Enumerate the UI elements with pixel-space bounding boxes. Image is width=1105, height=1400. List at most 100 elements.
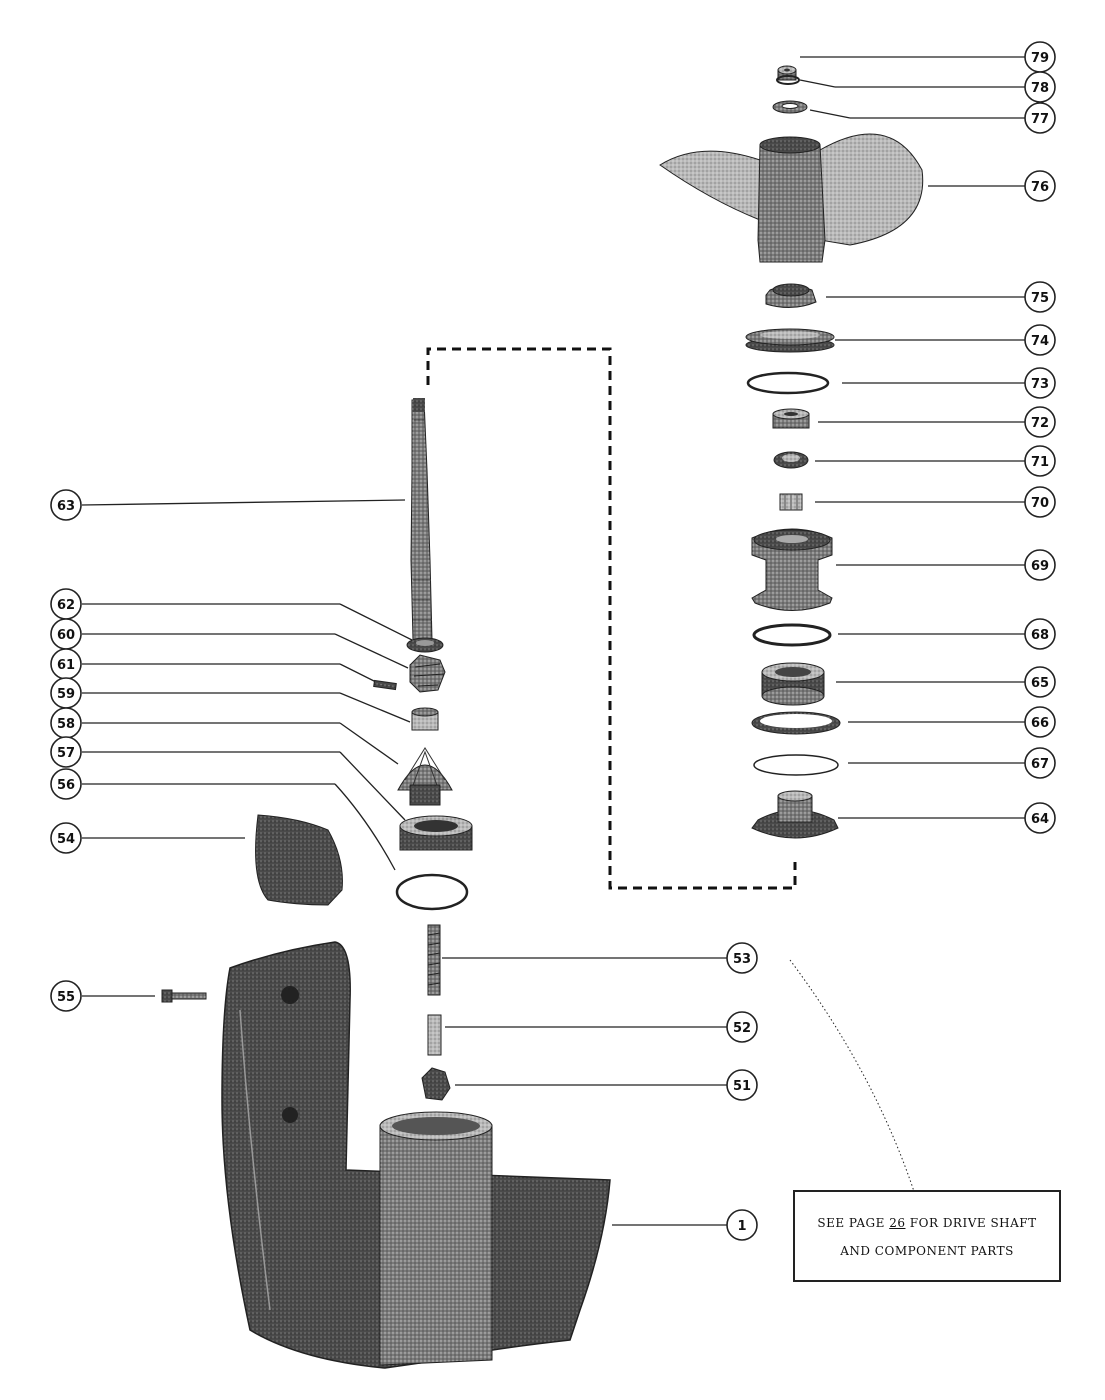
svg-text:59: 59 (57, 687, 75, 702)
note-prefix: SEE PAGE (817, 1216, 890, 1230)
part-58-forward-gear (397, 747, 453, 806)
svg-text:65: 65 (1031, 676, 1049, 691)
callout-56: 56 (50, 768, 82, 800)
callout-54: 54 (50, 822, 82, 854)
svg-text:61: 61 (57, 658, 75, 673)
svg-text:1: 1 (737, 1219, 746, 1234)
callout-70: 70 (1024, 486, 1056, 518)
callouts: 79 78 77 76 75 74 73 72 71 70 69 68 65 6… (50, 41, 1056, 1241)
callout-72: 72 (1024, 406, 1056, 438)
part-72-bearing (772, 408, 810, 429)
callout-78: 78 (1024, 71, 1056, 103)
svg-text:54: 54 (57, 832, 75, 847)
callout-57: 57 (50, 736, 82, 768)
callout-59: 59 (50, 677, 82, 709)
note-suffix: FOR DRIVE SHAFT (905, 1216, 1037, 1230)
svg-text:68: 68 (1031, 628, 1049, 643)
part-1-gear-housing (221, 941, 611, 1369)
callout-63: 63 (50, 489, 82, 521)
svg-text:56: 56 (57, 778, 75, 793)
svg-text:78: 78 (1031, 81, 1049, 96)
part-78-washer (776, 75, 800, 85)
callout-65: 65 (1024, 666, 1056, 698)
part-57-tapered-bearing (399, 815, 473, 851)
note-page-number: 26 (889, 1216, 906, 1230)
svg-text:60: 60 (57, 628, 75, 643)
svg-text:70: 70 (1031, 496, 1049, 511)
svg-text:53: 53 (733, 952, 751, 967)
svg-text:76: 76 (1031, 180, 1049, 195)
part-65-ball-bearing (761, 662, 825, 706)
leader-lines (81, 56, 1025, 1226)
callout-62: 62 (50, 588, 82, 620)
part-66-washer (751, 711, 841, 735)
svg-text:52: 52 (733, 1021, 751, 1036)
part-62-bearing (406, 637, 444, 653)
svg-text:75: 75 (1031, 291, 1049, 306)
callout-61: 61 (50, 648, 82, 680)
callout-69: 69 (1024, 549, 1056, 581)
part-76-propeller (659, 133, 924, 263)
part-64-reverse-gear (751, 790, 839, 839)
part-53-spring (427, 924, 441, 996)
svg-text:51: 51 (733, 1079, 751, 1094)
assembly-path-dashed (426, 347, 797, 890)
part-61-pin (373, 679, 397, 691)
callout-66: 66 (1024, 706, 1056, 738)
part-70-bushing (779, 493, 803, 511)
callout-51: 51 (726, 1069, 758, 1101)
reference-note-line-2: AND COMPONENT PARTS (840, 1244, 1014, 1258)
callout-71: 71 (1024, 445, 1056, 477)
callout-55: 55 (50, 980, 82, 1012)
part-79-nut (777, 65, 797, 81)
callout-68: 68 (1024, 618, 1056, 650)
part-55-screw (161, 989, 207, 1003)
svg-text:77: 77 (1031, 112, 1049, 127)
part-52-pin (427, 1014, 442, 1056)
svg-text:69: 69 (1031, 559, 1049, 574)
callout-74: 74 (1024, 324, 1056, 356)
callout-76: 76 (1024, 170, 1056, 202)
callout-53: 53 (726, 942, 758, 974)
part-51-cam (421, 1067, 451, 1101)
svg-text:55: 55 (57, 990, 75, 1005)
callout-75: 75 (1024, 281, 1056, 313)
callout-77: 77 (1024, 102, 1056, 134)
callout-64: 64 (1024, 802, 1056, 834)
part-69-bearing-carrier (751, 528, 833, 611)
svg-text:67: 67 (1031, 757, 1049, 772)
part-54-anode-plate (255, 814, 343, 906)
part-71-seal (773, 451, 809, 469)
svg-text:64: 64 (1031, 812, 1049, 827)
part-56-o-ring (395, 873, 469, 911)
callout-67: 67 (1024, 747, 1056, 779)
svg-text:62: 62 (57, 598, 75, 613)
part-74-cap (745, 328, 835, 353)
callout-73: 73 (1024, 367, 1056, 399)
callout-79: 79 (1024, 41, 1056, 73)
svg-text:74: 74 (1031, 334, 1049, 349)
part-67-shim (753, 754, 839, 776)
svg-text:57: 57 (57, 746, 75, 761)
part-73-o-ring (746, 371, 830, 395)
svg-text:73: 73 (1031, 377, 1049, 392)
part-77-thrust-washer (772, 100, 808, 114)
svg-text:71: 71 (1031, 455, 1049, 470)
svg-text:72: 72 (1031, 416, 1049, 431)
part-59-bushing (411, 707, 439, 731)
part-63-propeller-shaft (410, 398, 433, 641)
part-60-clutch (409, 654, 446, 693)
reference-note-line-1: SEE PAGE 26 FOR DRIVE SHAFT (795, 1216, 1059, 1230)
part-68-o-ring (752, 623, 832, 647)
callout-52: 52 (726, 1011, 758, 1043)
callout-60: 60 (50, 618, 82, 650)
callout-58: 58 (50, 707, 82, 739)
svg-text:66: 66 (1031, 716, 1049, 731)
part-75-cone (765, 283, 817, 308)
reference-note-box: SEE PAGE 26 FOR DRIVE SHAFT AND COMPONEN… (793, 1190, 1061, 1282)
callout-1: 1 (726, 1209, 758, 1241)
svg-text:79: 79 (1031, 51, 1049, 66)
svg-text:63: 63 (57, 499, 75, 514)
svg-text:58: 58 (57, 717, 75, 732)
